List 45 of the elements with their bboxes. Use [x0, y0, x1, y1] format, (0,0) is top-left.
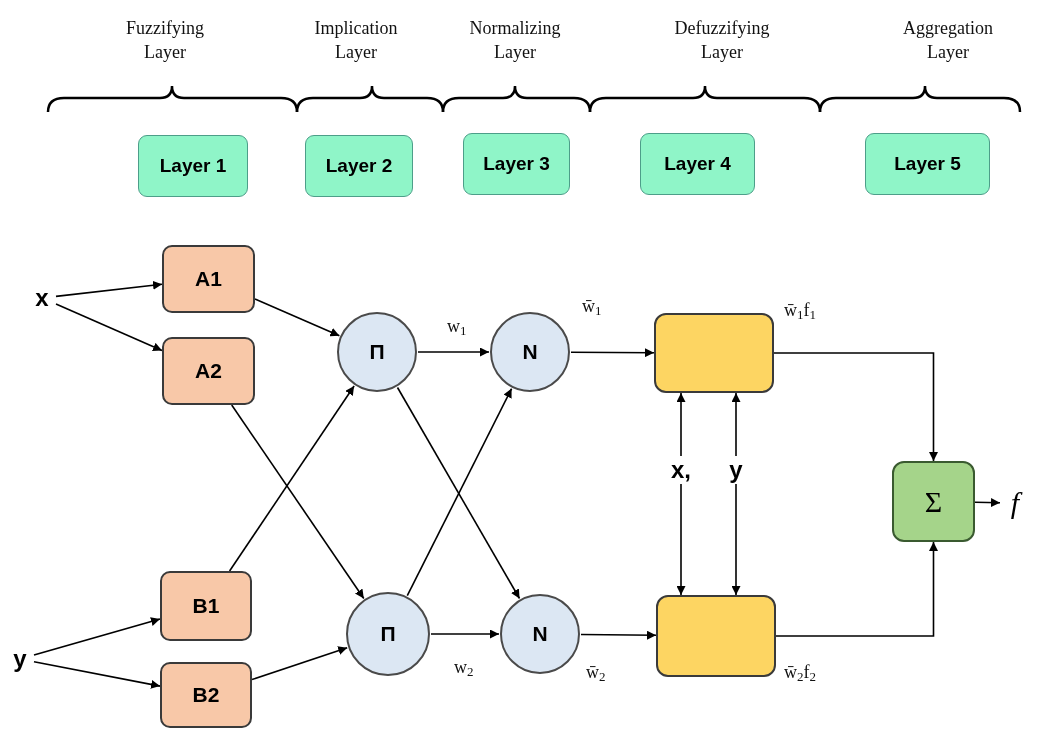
- arrow: [396, 386, 521, 600]
- arrow: [430, 629, 500, 639]
- arrow: [731, 392, 741, 457]
- arrow: [33, 660, 161, 689]
- layer-name: Fuzzifying Layer: [125, 17, 205, 64]
- arrow: [775, 541, 938, 637]
- arrow: [254, 298, 341, 337]
- membership-box: A2: [162, 337, 255, 405]
- arrow: [55, 280, 163, 298]
- arrow: [676, 392, 686, 457]
- output-label: f: [1002, 486, 1028, 520]
- arrow: [676, 483, 686, 596]
- arrow: [974, 498, 1001, 508]
- arrow: [55, 303, 163, 352]
- arrow: [417, 347, 490, 357]
- layer-box: Layer 5: [865, 133, 990, 195]
- layer-box: Layer 2: [305, 135, 413, 197]
- layer-name: Aggregation Layer: [902, 17, 994, 64]
- arrow: [33, 617, 161, 656]
- arrow: [406, 387, 513, 597]
- input-label: x,: [666, 456, 696, 484]
- arrow: [731, 483, 741, 596]
- neuron-circle: N: [490, 312, 570, 392]
- input-label: y: [724, 456, 748, 484]
- layer-box: Layer 3: [463, 133, 570, 195]
- layer-box: Layer 4: [640, 133, 755, 195]
- neuron-circle: Π: [346, 592, 430, 676]
- input-label: x: [30, 285, 54, 311]
- neuron-circle: N: [500, 594, 580, 674]
- layer-name: Defuzzifying Layer: [673, 17, 771, 64]
- layer-name: Normalizing Layer: [468, 17, 562, 64]
- layer-name: Implication Layer: [313, 17, 399, 64]
- neuron-circle: Π: [337, 312, 417, 392]
- arrow: [230, 404, 365, 600]
- layer-box: Layer 1: [138, 135, 248, 197]
- membership-box: A1: [162, 245, 255, 313]
- arrow: [773, 352, 938, 462]
- sum-box: Σ: [892, 461, 975, 542]
- input-label: y: [8, 645, 32, 673]
- arrow: [251, 646, 348, 681]
- arrow: [580, 630, 657, 640]
- membership-box: B2: [160, 662, 252, 728]
- arrow: [570, 348, 655, 358]
- arrow: [228, 385, 355, 572]
- membership-box: B1: [160, 571, 252, 641]
